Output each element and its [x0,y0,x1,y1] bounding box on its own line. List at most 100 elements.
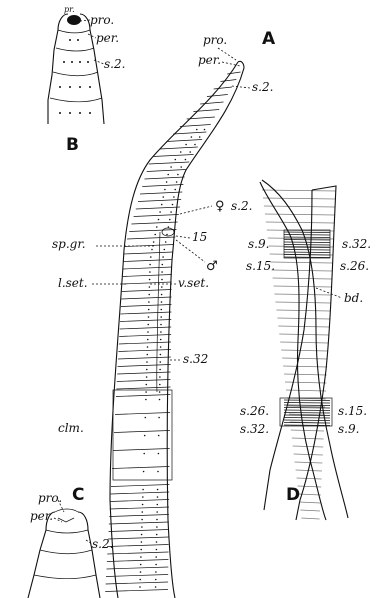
worm-a-segment-ring [173,132,206,134]
worm-d-clitellum-hatch [284,240,330,241]
worm-d-segment-ring [272,270,332,271]
worm-d-segment-ring [271,262,333,263]
worm-a-seta [139,579,141,581]
worm-a-seta [161,204,163,206]
label-a-l-set: l.set. [58,276,88,290]
worm-d-clitellum-hatch [284,410,330,411]
worm-a-segment-ring [118,350,170,352]
worm-d-clitellum-hatch [284,257,330,258]
worm-a-seta [159,399,161,401]
worm-d-clitellum-hatch [284,247,330,248]
worm-a-seta [139,586,141,588]
worm-a-seta [149,271,151,273]
worm-a-seta [172,204,174,206]
label-a-female-seg: s.2. [231,199,252,213]
label-a-clm: clm. [58,421,84,435]
worm-d-clitellum-hatch [284,237,330,238]
worm-a-seta [161,271,163,273]
worm-d-segment-ring [264,206,335,207]
worm-a-seta [146,361,148,363]
label-a-sp-gr: sp.gr. [52,237,86,251]
worm-a-segment-ring [160,147,198,149]
worm-a-segment-ring [153,155,194,157]
worm-a-seta [177,174,179,176]
worm-a-segment-ring [120,320,171,322]
worm-a-segment-ring [122,282,172,284]
worm-a-seta [155,571,157,573]
worm-a-segment-ring [122,290,172,292]
worm-a-segment-ring [134,215,179,217]
worm-a-seta [158,219,160,221]
worm-d-segment-ring [265,214,335,215]
worm-a-seta [157,471,159,473]
worm-a-segment-ring [118,365,171,367]
label-c-s2: s.2. [92,537,113,551]
worm-a-seta [204,129,206,131]
worm-a-seta [146,369,148,371]
worm-d-segment-ring [298,486,322,487]
label-d-s15-right: s.15. [338,404,367,418]
worm-a-seta [161,279,163,281]
worm-a-seta [156,519,158,521]
worm-a-seta [196,129,198,131]
worm-a-seta [156,526,158,528]
worm-a-seta [149,264,151,266]
worm-d-segment-ring [268,238,334,239]
worm-a-seta [148,316,150,318]
worm-a-segment-ring [110,507,169,509]
worm-a-seta [159,211,161,213]
worm-a-segment-ring [147,170,186,172]
panel-label-d: D [286,485,300,505]
label-a-s32: s.32 [183,352,208,366]
worm-d-clitellum-hatch [284,245,330,246]
worm-d-clitellum-hatch [284,423,330,424]
worm-a-segment-ring [220,80,236,82]
worm-d-segment-ring [266,222,335,223]
worm-a-seta [160,339,162,341]
worm-d-clitellum-hatch [284,418,330,419]
worm-a-seta [142,489,144,491]
worm-a-segment-ring [123,275,172,277]
worm-a-segment-ring [119,335,171,337]
worm-a-segment-ring [200,102,223,104]
worm-d-segment-ring [274,286,332,287]
worm-a-seta [161,294,163,296]
female-symbol: ♀ [215,199,225,214]
worm-a-segment-ring [142,185,183,187]
worm-d-segment-ring [285,382,326,383]
label-b-per: per. [96,31,119,45]
worm-a-segment-ring [117,372,170,374]
worm-a-segment-ring [108,537,169,539]
worm-d-pair [260,180,348,520]
worm-a-segment-ring [129,230,176,232]
worm-a-segment-ring [108,545,169,547]
worm-d-segment-ring [291,430,324,431]
worm-d-segment-ring [275,294,331,295]
worm-d-segment-ring [295,462,323,463]
worm-a-segment-ring [127,237,175,239]
worm-a-segment-ring [117,380,171,382]
worm-d-clitellum-hatch [284,255,330,256]
worm-a-seta [160,354,162,356]
worm-a-segment-ring [138,200,181,202]
worm-a-segment-ring [123,267,172,269]
worm-a-seta [146,376,148,378]
worm-d-segment-ring [297,478,322,479]
worm-a-seta [162,264,164,266]
worm-a-segment-ring [131,222,177,224]
worm-a-seta [140,549,142,551]
worm-a-seta [158,417,160,419]
worm-a-seta [140,571,142,573]
worm-a-seta [157,504,159,506]
worm-d-segment-ring [299,502,320,503]
worm-a-seta [180,151,182,153]
worm-d-clitellum-hatch [284,408,330,409]
worm-a-seta [155,579,157,581]
worm-a-segment-ring [110,500,169,502]
worm-a-seta [166,181,168,183]
worm-a-seta [199,136,201,138]
worm-a-segment-ring [149,162,190,164]
worm-a-seta [156,549,158,551]
worm-a-segment-ring [120,327,172,329]
worm-a-seta [156,226,158,228]
